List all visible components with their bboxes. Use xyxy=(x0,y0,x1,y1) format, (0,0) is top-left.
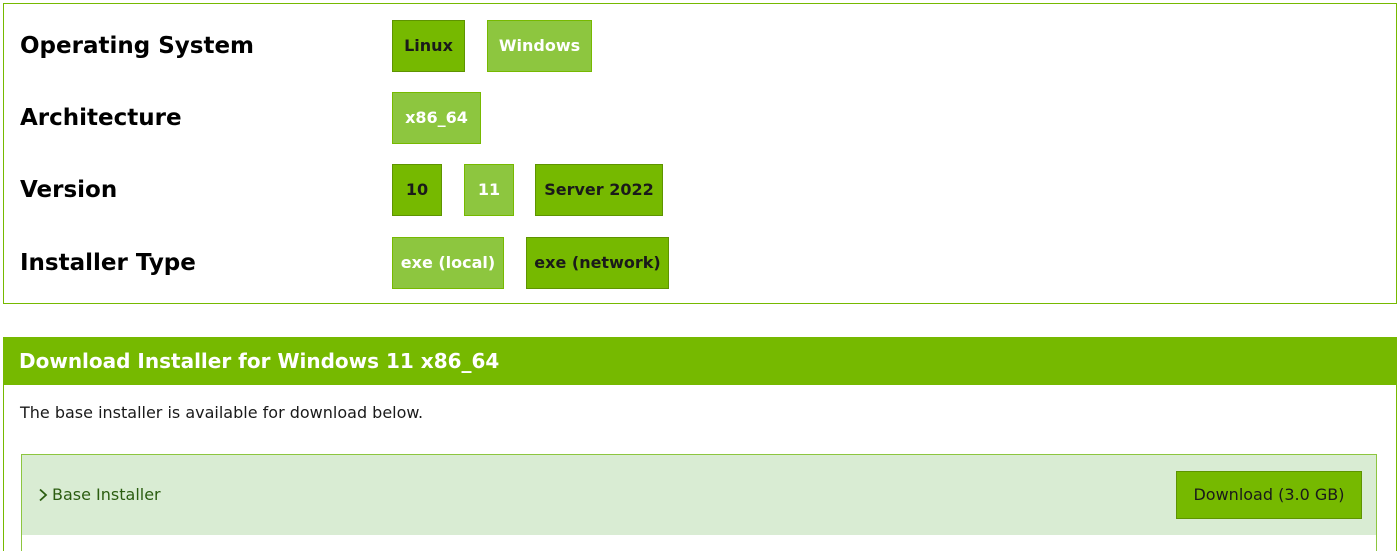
base-installer-header: Base Installer Download (3.0 GB) xyxy=(22,455,1376,535)
option-x86-64-button[interactable]: x86_64 xyxy=(392,92,481,144)
option-exe-local-button[interactable]: exe (local) xyxy=(392,237,504,289)
target-platform-selector: Operating System Linux Windows Architect… xyxy=(3,3,1397,304)
base-installer-card: Base Installer Download (3.0 GB) xyxy=(21,454,1377,551)
selector-row-installer-type: Installer Type exe (local) exe (network) xyxy=(4,237,1396,289)
row-label-architecture: Architecture xyxy=(20,105,182,131)
base-installer-label: Base Installer xyxy=(52,485,161,504)
selector-row-operating-system: Operating System Linux Windows xyxy=(4,20,1396,72)
download-description: The base installer is available for down… xyxy=(20,403,424,422)
option-linux-button[interactable]: Linux xyxy=(392,20,465,72)
row-label-installer-type: Installer Type xyxy=(20,250,196,276)
download-header: Download Installer for Windows 11 x86_64 xyxy=(3,337,1397,385)
option-version-11-button[interactable]: 11 xyxy=(464,164,514,216)
download-installer-section: Download Installer for Windows 11 x86_64… xyxy=(3,337,1397,551)
row-label-operating-system: Operating System xyxy=(20,33,255,59)
selector-row-architecture: Architecture x86_64 xyxy=(4,92,1396,144)
selector-row-version: Version 10 11 Server 2022 xyxy=(4,164,1396,216)
row-label-version: Version xyxy=(20,177,118,203)
base-installer-toggle[interactable]: Base Installer xyxy=(36,455,161,535)
option-server-2022-button[interactable]: Server 2022 xyxy=(535,164,663,216)
option-exe-network-button[interactable]: exe (network) xyxy=(526,237,669,289)
chevron-right-icon xyxy=(39,488,48,502)
option-windows-button[interactable]: Windows xyxy=(487,20,592,72)
download-button[interactable]: Download (3.0 GB) xyxy=(1176,471,1362,519)
download-title: Download Installer for Windows 11 x86_64 xyxy=(19,349,500,373)
option-version-10-button[interactable]: 10 xyxy=(392,164,442,216)
